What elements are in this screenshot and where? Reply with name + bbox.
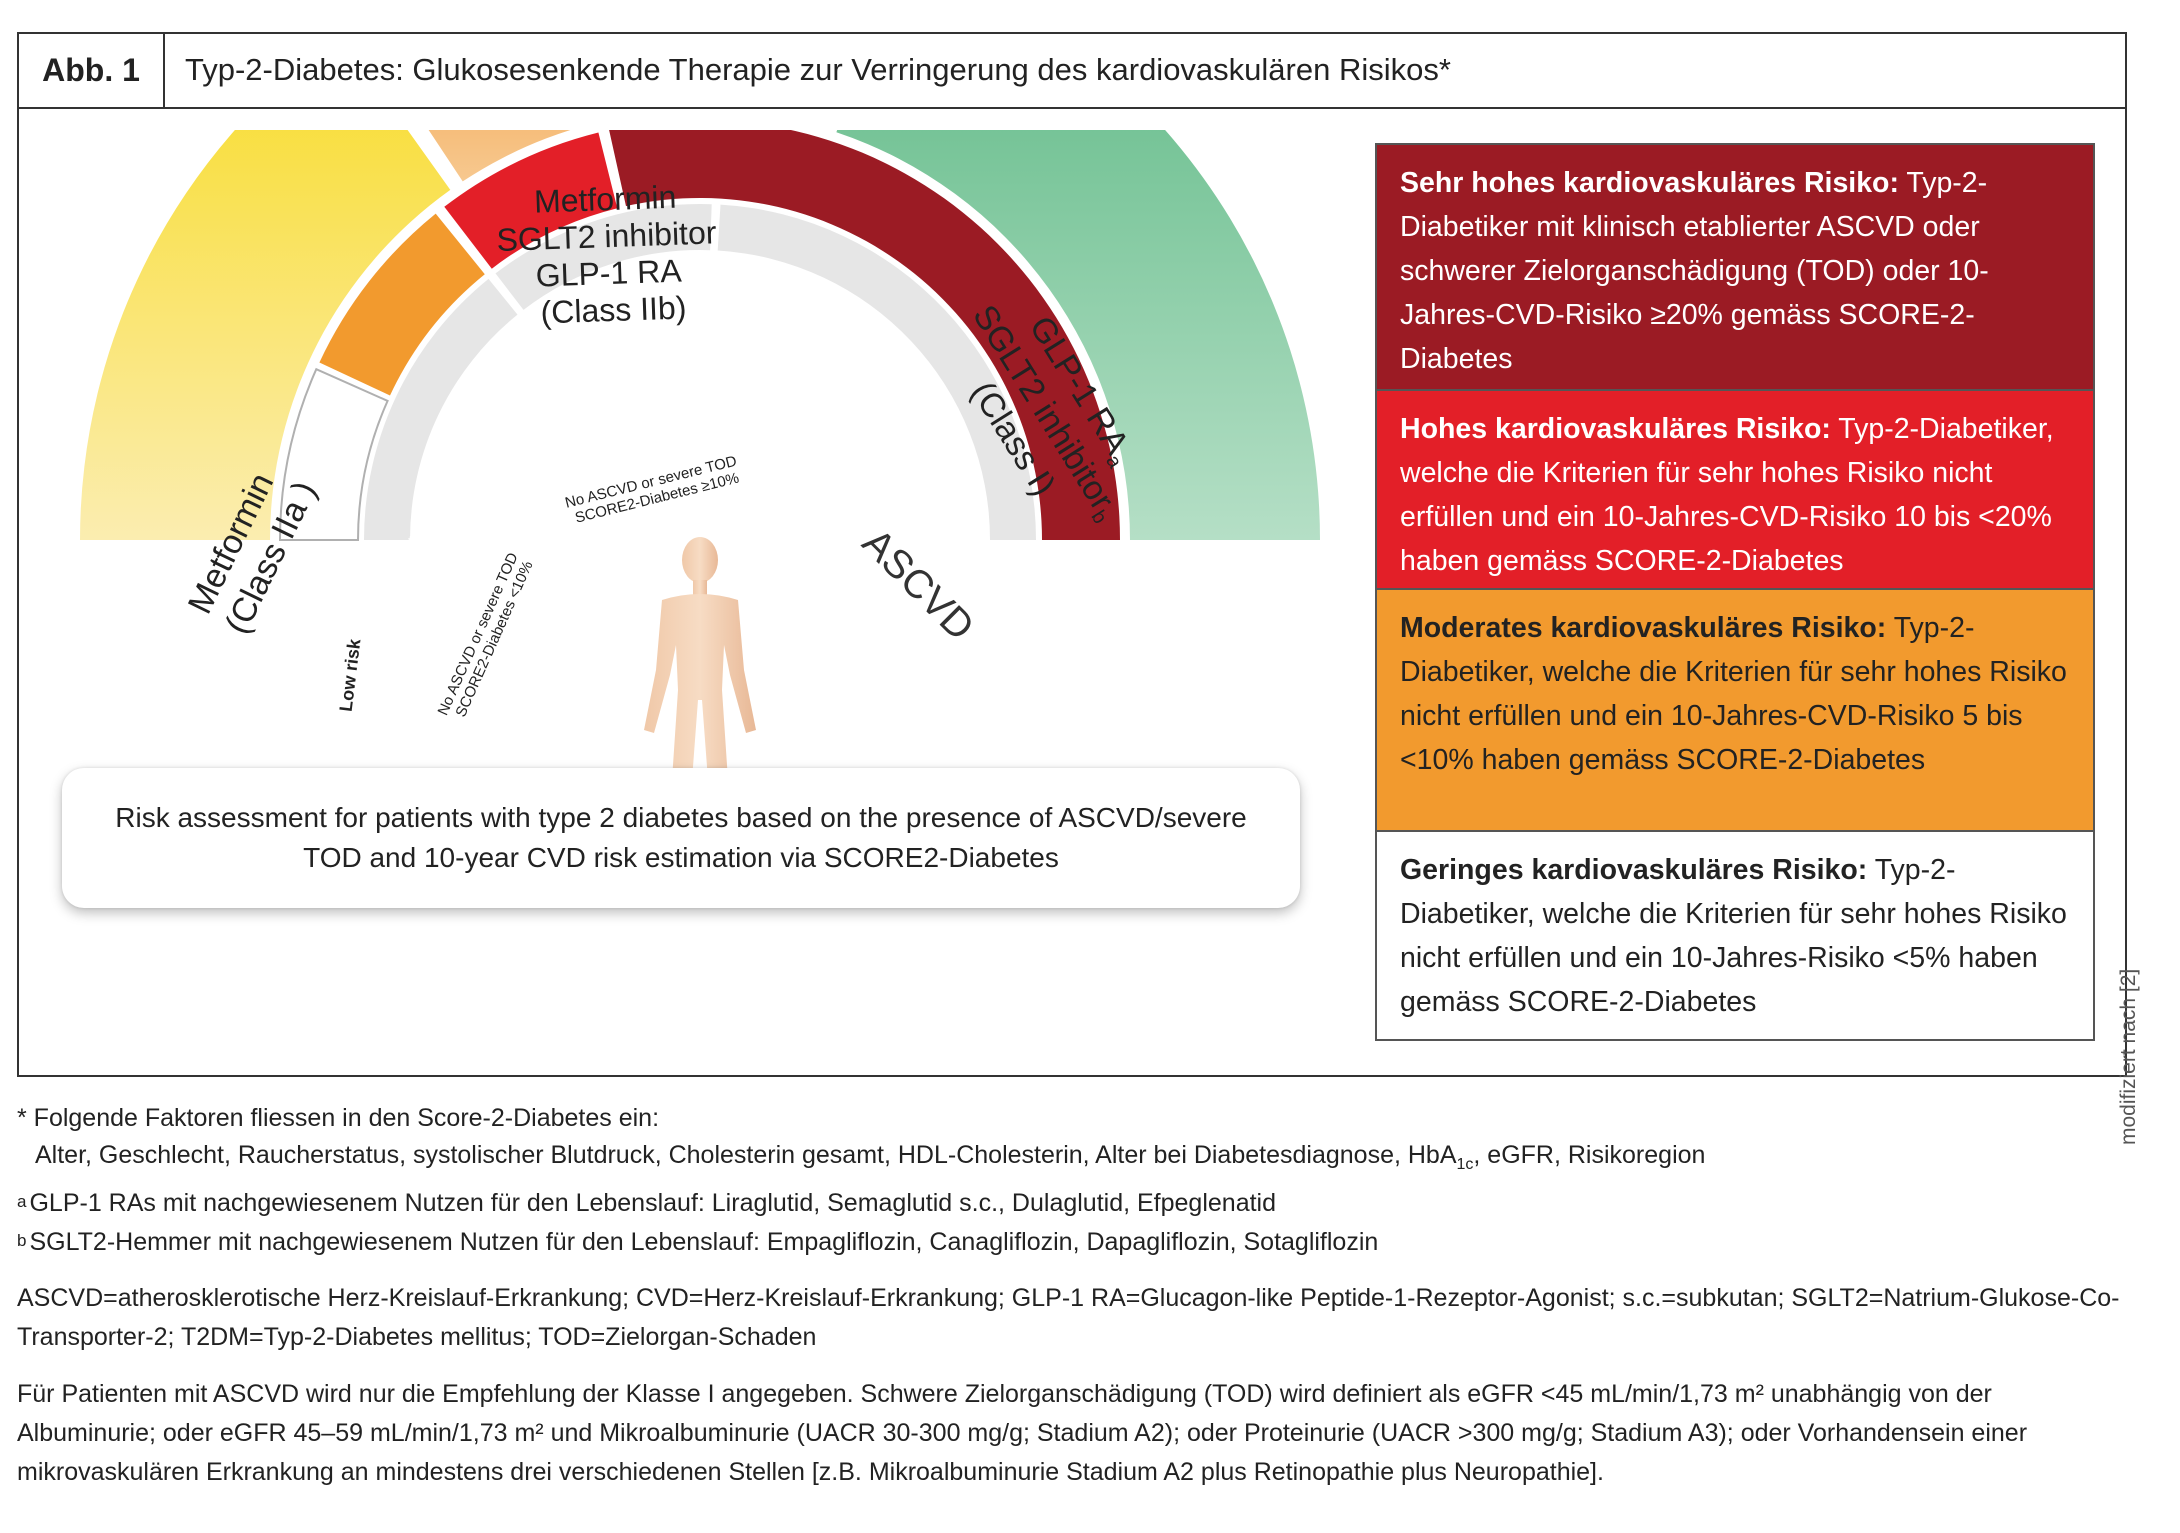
arc-class-iib [428, 130, 571, 182]
legend-high-text: Typ-2-Diabetiker, welche die Kriterien f… [1400, 413, 2054, 577]
human-figure-icon [644, 537, 756, 780]
high-risk-label: High risk [498, 410, 579, 460]
ascvd-note: Für Patienten mit ASCVD wird nur die Emp… [17, 1380, 2028, 1486]
abbreviations: ASCVD=atherosklerotische Herz-Kreislauf-… [17, 1284, 2120, 1351]
legend-very-high-risk: Sehr hohes kardiovaskuläres Risiko: Typ-… [1375, 143, 2095, 391]
risk-arc-diagram: Metformin (Class IIa ) Metformin SGLT2 i… [80, 130, 1320, 780]
legend-high-risk: Hohes kardiovaskuläres Risiko: Typ-2-Dia… [1375, 391, 2095, 590]
band-moderate-risk [319, 213, 485, 396]
band-low-risk [278, 367, 389, 541]
footnote-star: * Folgende Faktoren fliessen in den Scor… [17, 1104, 660, 1132]
legend-low-text: Typ-2-Diabetiker, welche die Kriterien f… [1400, 854, 2067, 1018]
figure-header: Abb. 1 Typ-2-Diabetes: Glukosesenkende T… [19, 34, 2125, 109]
criteria-high-label: No ASCVD or severe TOD SCORE2-Diabetes ≥… [563, 452, 746, 529]
legend-very-high-text: Typ-2-Diabetiker mit klinisch etablierte… [1400, 167, 1989, 375]
ascvd-label: ASCVD [854, 521, 983, 650]
arc-class-i [836, 130, 1320, 540]
band-criteria-low-moderate [364, 278, 518, 540]
legend-moderate-text: Typ-2-Diabetiker, welche die Kriterien f… [1400, 612, 2067, 776]
very-high-risk-label: Very high risk [867, 435, 954, 530]
band-criteria-high [495, 203, 712, 310]
band-criteria-ascvd [717, 204, 1036, 540]
low-risk-label: Low risk [336, 637, 365, 713]
legend-low-risk: Geringes kardiovaskuläres Risiko: Typ-2-… [1375, 832, 2095, 1041]
legend-low-title: Geringes kardiovaskuläres Risiko: [1400, 854, 1868, 886]
footnotes: * Folgende Faktoren fliessen in den Scor… [17, 1100, 2127, 1492]
legend-moderate-title: Moderates kardiovaskuläres Risiko: [1400, 612, 1887, 644]
diagram-caption-box: Risk assessment for patients with type 2… [62, 768, 1300, 908]
legend-high-title: Hohes kardiovaskuläres Risiko: [1400, 413, 1831, 445]
figure-label: Abb. 1 [19, 34, 165, 107]
criteria-low-moderate-label: No ASCVD or severe TOD SCORE2-Diabetes <… [434, 546, 538, 725]
figure-title: Typ-2-Diabetes: Glukosesenkende Therapie… [185, 52, 1451, 87]
legend-moderate-risk: Moderates kardiovaskuläres Risiko: Typ-2… [1375, 590, 2095, 832]
class-iib-label: Metformin SGLT2 inhibitor GLP-1 RA (Clas… [495, 177, 729, 332]
diagram-caption: Risk assessment for patients with type 2… [115, 802, 1247, 873]
band-very-high-risk [609, 130, 1120, 540]
band-high-risk [444, 132, 618, 269]
figure-frame: Abb. 1 Typ-2-Diabetes: Glukosesenkende T… [17, 32, 2127, 1077]
arc-metformin-class-iia [80, 130, 451, 540]
footnote-factors: Alter, Geschlecht, Raucherstatus, systol… [35, 1141, 1706, 1173]
risk-legend: Sehr hohes kardiovaskuläres Risiko: Typ-… [1375, 143, 2095, 1041]
legend-very-high-title: Sehr hohes kardiovaskuläres Risiko: [1400, 167, 1899, 199]
